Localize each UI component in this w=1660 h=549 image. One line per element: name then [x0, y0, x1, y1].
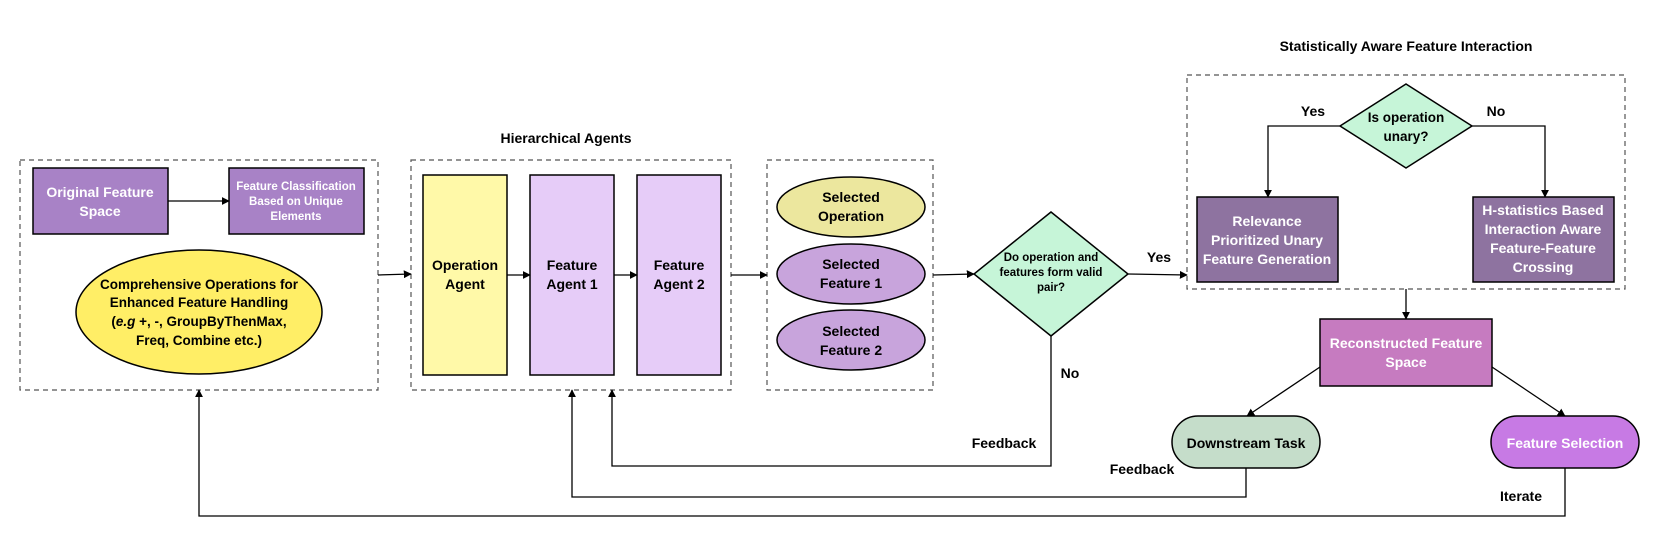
hierarchical-agents-label: Hierarchical Agents	[501, 130, 632, 146]
arrow-valid-yes	[1127, 270, 1188, 279]
comprehensive-operations-ellipse	[75, 249, 323, 375]
no-label: No	[1487, 103, 1506, 119]
feature-agent-2-label: Agent 2	[653, 276, 705, 292]
arrow-reconstructed-to-downstream	[1246, 366, 1321, 417]
operation-agent-label: Operation	[432, 257, 498, 273]
no-label: No	[1061, 365, 1080, 381]
unary-generation-label: Feature Generation	[1203, 251, 1331, 267]
operation-agent-label: Agent	[445, 276, 485, 292]
original-feature-space-label: Space	[79, 203, 120, 219]
feedback-label: Feedback	[972, 435, 1037, 451]
selected-operation-label: Operation	[818, 208, 884, 224]
selected-feature-1-label: Feature 1	[820, 275, 882, 291]
selected-feature-2-label: Feature 2	[820, 342, 882, 358]
comprehensive-operations-label: Enhanced Feature Handling	[110, 295, 289, 310]
feature-agent-1-label: Feature	[547, 257, 598, 273]
diagram-title: Statistically Aware Feature Interaction	[1280, 38, 1533, 54]
feedback-label: Feedback	[1110, 461, 1175, 477]
h-statistics-label: H-statistics Based	[1482, 202, 1603, 218]
feature-agent-1-box	[529, 174, 615, 376]
arrow-no-feedback	[608, 336, 1052, 467]
arrow-feature-space-to-agents	[377, 270, 412, 279]
unary-decision-label: unary?	[1383, 129, 1428, 144]
h-statistics-label: Feature-Feature	[1490, 240, 1596, 256]
valid-pair-decision-label: pair?	[1037, 282, 1065, 294]
yes-label: Yes	[1301, 103, 1325, 119]
original-feature-space-box	[32, 167, 169, 235]
selected-operation-ellipse	[776, 176, 926, 238]
feature-classification-label: Feature Classification	[236, 181, 356, 193]
arrow-reconstructed-to-selection	[1491, 366, 1566, 417]
selected-operation-label: Selected	[822, 189, 880, 205]
reconstructed-feature-space-box	[1319, 318, 1493, 387]
selected-feature-2-ellipse	[776, 309, 926, 371]
h-statistics-box	[1472, 196, 1615, 283]
downstream-task-label: Downstream Task	[1187, 435, 1306, 451]
yes-label: Yes	[1147, 249, 1171, 265]
iterate-label: Iterate	[1500, 488, 1542, 504]
feature-agent-2-label: Feature	[654, 257, 705, 273]
unary-decision-label: Is operation	[1368, 110, 1445, 125]
arrow-selected-to-decision	[932, 270, 975, 279]
unary-decision-diamond	[1338, 83, 1474, 169]
feature-selection-label: Feature Selection	[1507, 435, 1624, 451]
h-statistics-label: Crossing	[1513, 259, 1574, 275]
feature-classification-label: Based on Unique	[249, 196, 343, 208]
comprehensive-operations-examples: (e.g +, -, GroupByThenMax,	[111, 314, 286, 329]
valid-pair-decision-label: features form valid	[1000, 267, 1103, 279]
feature-agent-2-box	[636, 174, 722, 376]
arrow-unary-no	[1472, 125, 1549, 198]
valid-pair-decision-label: Do operation and	[1004, 252, 1099, 264]
reconstructed-feature-space-label: Reconstructed Feature	[1330, 335, 1483, 351]
operation-agent-box	[422, 174, 508, 376]
reconstructed-feature-space-label: Space	[1385, 354, 1426, 370]
original-feature-space-label: Original Feature	[46, 184, 154, 200]
selected-feature-1-label: Selected	[822, 256, 880, 272]
arrow-unary-yes	[1264, 125, 1340, 198]
feature-interaction-group	[1186, 74, 1626, 290]
arrow-iterate-loop	[195, 389, 1566, 517]
unary-generation-label: Prioritized Unary	[1211, 232, 1323, 248]
selected-feature-2-label: Selected	[822, 323, 880, 339]
unary-generation-box	[1196, 196, 1339, 283]
arrow-downstream-feedback	[568, 389, 1247, 498]
h-statistics-label: Interaction Aware	[1485, 221, 1602, 237]
feature-classification-box	[228, 167, 365, 235]
feature-classification-label: Elements	[270, 211, 321, 223]
unary-generation-label: Relevance	[1232, 213, 1301, 229]
comprehensive-operations-label: Freq, Combine etc.)	[136, 333, 262, 348]
feature-agent-1-label: Agent 1	[546, 276, 598, 292]
comprehensive-operations-label: Comprehensive Operations for	[100, 277, 299, 292]
selected-feature-1-ellipse	[776, 243, 926, 305]
